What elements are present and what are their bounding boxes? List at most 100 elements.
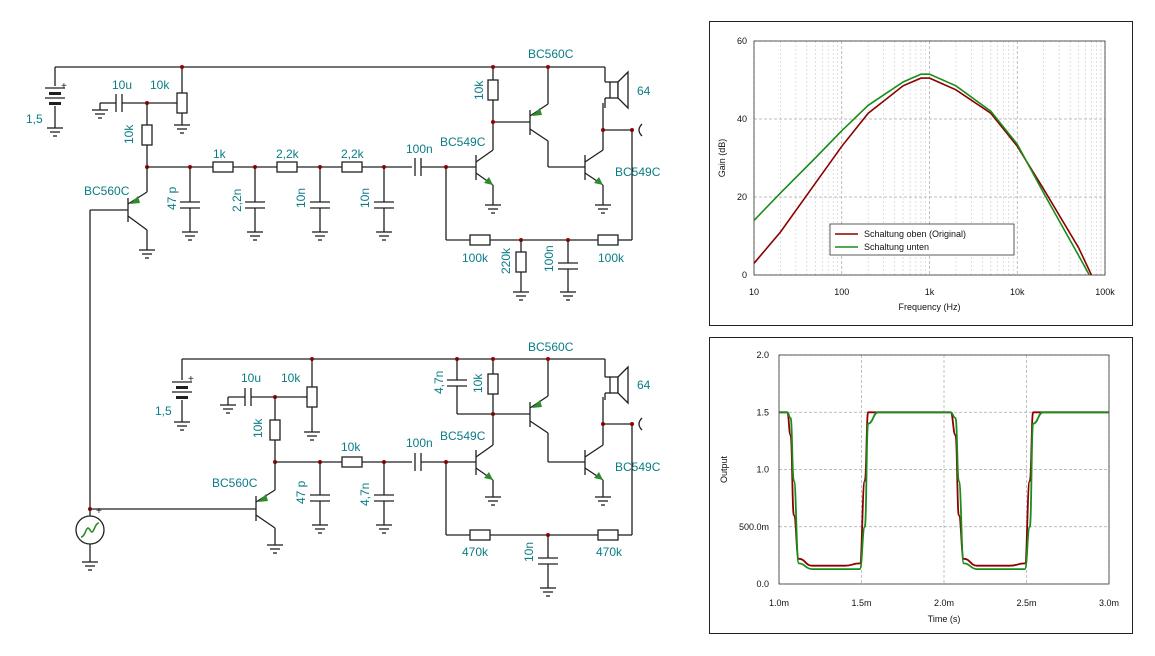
y-tick-label: 1.0	[756, 465, 769, 475]
y-axis-label: Output	[719, 455, 729, 483]
bottom-feedback-r2	[597, 529, 619, 541]
top-r2-label: 2,2k	[276, 147, 300, 161]
bottom-resistor-10k	[341, 456, 363, 468]
plot-frame	[778, 354, 1110, 585]
top-c10n-a-label: 10n	[294, 188, 308, 208]
bottom-battery-label: 1,5	[155, 404, 172, 418]
signal-source: +	[75, 506, 105, 562]
top-output-npn	[584, 149, 604, 186]
top-resistor-1k	[212, 161, 234, 173]
bottom-feedback-r1	[469, 529, 491, 541]
top-cap-input-label: 10u	[112, 78, 132, 92]
bottom-c47n-b-label: 4,7n	[432, 371, 446, 394]
bottom-feedback-r2-label: 470k	[596, 545, 623, 559]
x-tick-label: 100	[834, 287, 849, 297]
svg-text:+: +	[61, 81, 67, 92]
top-bias-resistor	[141, 124, 153, 146]
bottom-output-pnp-label: BC560C	[528, 340, 574, 354]
top-driver-transistor	[475, 149, 494, 186]
bottom-output-pnp	[529, 395, 549, 434]
top-pot-label: 10k	[150, 78, 170, 92]
top-feedback-cap-label: 100n	[542, 245, 556, 272]
top-collector-resistor	[487, 79, 499, 101]
top-feedback-r1-label: 100k	[462, 251, 489, 265]
x-tick-label: 10k	[1010, 287, 1025, 297]
y-tick-label: 500.0m	[739, 522, 769, 532]
x-tick-label: 1.5m	[851, 598, 871, 608]
top-c22n-label: 2,2n	[230, 189, 244, 212]
bottom-bias-resistor-label: 10k	[251, 418, 265, 438]
bottom-pot-label: 10k	[281, 371, 301, 385]
bottom-coupling-cap	[414, 452, 422, 472]
top-input-pnp-label: BC560C	[84, 184, 130, 198]
x-axis-label: Time (s)	[928, 614, 961, 624]
y-tick-label: 40	[737, 114, 747, 124]
series-line-1	[754, 73, 1091, 275]
top-resistor-2k2-a	[276, 161, 298, 173]
bottom-cap-input-label: 10u	[241, 371, 261, 385]
top-feedback-r1	[469, 234, 491, 246]
top-battery: +	[45, 81, 67, 105]
top-battery-label: 1,5	[26, 112, 43, 126]
top-c10n-b-label: 10n	[358, 188, 372, 208]
top-coupling-cap	[414, 157, 422, 177]
top-input-pnp	[127, 191, 148, 231]
top-bias-resistor-label: 10k	[122, 124, 136, 144]
top-circuit: + 1,5 10u 10k 10k 1k 2,2k 2,2	[26, 47, 661, 509]
x-tick-label: 100k	[1095, 287, 1115, 297]
y-tick-label: 1.5	[756, 407, 769, 417]
bottom-output-npn	[584, 444, 604, 481]
top-feedback-r220k	[515, 251, 527, 273]
top-output-pnp-label: BC560C	[528, 47, 574, 61]
bottom-c47p-label: 47 p	[294, 480, 308, 504]
top-r1-label: 1k	[213, 147, 227, 161]
top-cap-input	[115, 93, 123, 113]
y-tick-label: 0.0	[756, 579, 769, 589]
top-feedback-r2-label: 100k	[598, 251, 625, 265]
y-tick-label: 60	[737, 36, 747, 46]
legend-label: Schaltung unten	[864, 242, 929, 252]
bottom-cap-input	[244, 387, 252, 407]
bottom-c100n-label: 100n	[406, 436, 433, 450]
top-r3-label: 2,2k	[341, 147, 365, 161]
top-c47p-label: 47 p	[165, 186, 179, 210]
top-speaker-label: 64	[637, 84, 651, 98]
bottom-input-pnp	[255, 489, 276, 529]
top-collector-label: 10k	[472, 80, 486, 100]
y-axis-label: Gain (dB)	[717, 139, 727, 178]
x-tick-label: 1k	[925, 287, 935, 297]
bottom-collector-resistor	[487, 373, 499, 395]
top-c100n-label: 100n	[406, 142, 433, 156]
x-tick-label: 2.5m	[1016, 598, 1036, 608]
bottom-speaker-label: 64	[637, 378, 651, 392]
bottom-driver-label: BC549C	[440, 429, 486, 443]
bottom-bias-resistor	[269, 419, 281, 441]
circuit-schematic: + 1,5 10u 10k 10k 1k 2,2k 2,2	[26, 47, 661, 597]
legend-box	[829, 223, 1015, 256]
top-output-pnp	[529, 103, 549, 142]
bottom-speaker	[604, 359, 629, 405]
svg-text:+: +	[188, 374, 194, 385]
x-axis-label: Frequency (Hz)	[898, 302, 960, 312]
bottom-circuit: + 1,5 10u 10k 10k 10k 47 p	[75, 340, 661, 597]
bottom-output-npn-label: BC549C	[615, 460, 661, 474]
series-line-1	[779, 411, 1109, 570]
bottom-battery: +	[172, 374, 194, 399]
plot-frame	[753, 40, 1106, 276]
bottom-collector-label: 10k	[471, 373, 485, 393]
bottom-input-pnp-label: BC560C	[212, 476, 258, 490]
bottom-r1-label: 10k	[341, 440, 361, 454]
top-driver-label: BC549C	[440, 135, 486, 149]
bottom-feedback-r1-label: 470k	[462, 545, 489, 559]
y-tick-label: 20	[737, 192, 747, 202]
top-speaker	[604, 67, 629, 110]
x-tick-label: 1.0m	[769, 598, 789, 608]
bottom-feedback-cap-label: 10n	[522, 542, 536, 562]
x-tick-label: 2.0m	[934, 598, 954, 608]
bottom-c47n-a-label: 4,7n	[358, 483, 372, 506]
top-feedback-r2	[597, 234, 619, 246]
series-line-0	[754, 77, 1093, 275]
